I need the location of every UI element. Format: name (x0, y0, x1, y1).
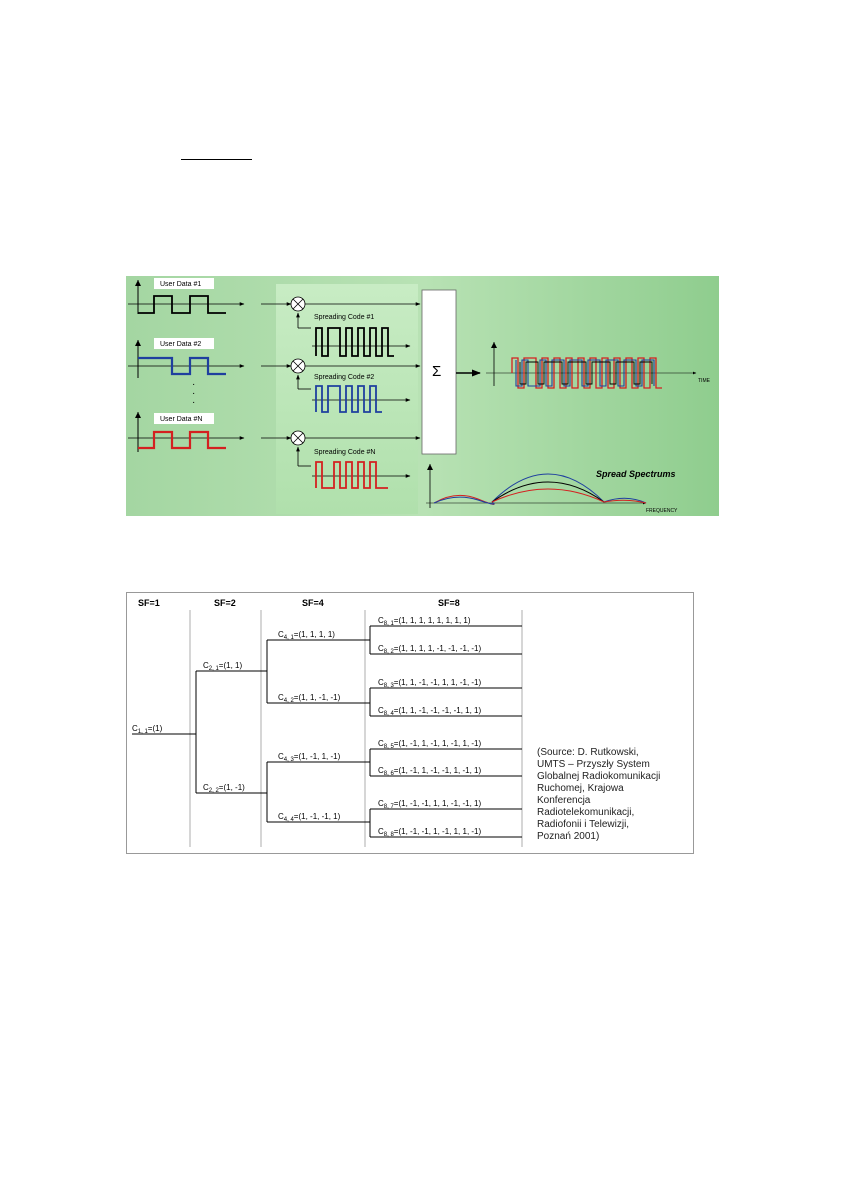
source-line-3: Globalnej Radiokomunikacji (537, 771, 660, 782)
ellipsis-dot-3: · (192, 397, 195, 408)
node-c83: C8, 3=(1, 1, -1, -1, 1, 1, -1, -1) (378, 678, 482, 689)
node-c81: C8, 1=(1, 1, 1, 1, 1, 1, 1, 1) (378, 616, 471, 627)
header-sf2: SF=2 (214, 598, 236, 608)
user-data-2-label: User Data #2 (160, 341, 201, 348)
source-line-1: (Source: D. Rutkowski, (537, 747, 639, 758)
source-line-5: Konferencja (537, 795, 591, 806)
multiplier-1 (290, 296, 421, 329)
ellipsis-dot-2: · (192, 388, 195, 399)
source-line-7: Radiofonii i Telewizji, (537, 819, 629, 830)
node-c82: C8, 2=(1, 1, 1, 1, -1, -1, -1, -1) (378, 644, 482, 655)
node-c22: C2, 2=(1, -1) (203, 783, 245, 794)
spreading-code-1-label: Spreading Code #1 (314, 314, 374, 321)
spreading-code-2-label: Spreading Code #2 (314, 374, 374, 381)
multiplier-2 (290, 358, 421, 390)
spreading-code-n-label: Spreading Code #N (314, 449, 376, 456)
spreading-code-2: Spreading Code #2 (312, 374, 411, 413)
spectrum-title: Spread Spectrums (596, 469, 676, 479)
node-c44: C4, 4=(1, -1, -1, 1) (278, 812, 341, 823)
sum-symbol: Σ (432, 363, 441, 380)
node-labels: C1, 1=(1) C2, 1=(1, 1) C2, 2=(1, -1) C4,… (132, 616, 482, 838)
user-data-n: User Data #N (128, 412, 245, 452)
source-line-8: Poznań 2001) (537, 831, 599, 842)
ellipsis-dot-1: · (192, 379, 195, 390)
node-c11: C1, 1=(1) (132, 724, 163, 735)
user-data-2: User Data #2 · · · (128, 338, 245, 408)
spread-spectrum-plot: Spread Spectrums FREQUENCY (426, 464, 678, 514)
underline-fragment (181, 159, 252, 160)
source-citation: (Source: D. Rutkowski, UMTS – Przyszły S… (537, 747, 660, 842)
user-data-n-label: User Data #N (160, 416, 202, 423)
spreading-code-1: Spreading Code #1 (312, 314, 411, 357)
frequency-axis-label: FREQUENCY (646, 508, 678, 514)
spreading-code-n: Spreading Code #N (312, 449, 411, 489)
node-c43: C4, 3=(1, -1, 1, -1) (278, 752, 341, 763)
node-c84: C8, 4=(1, 1, -1, -1, -1, -1, 1, 1) (378, 706, 482, 717)
combined-signal: TIME (486, 342, 711, 389)
tree-branches (132, 625, 522, 838)
node-c88: C8, 8=(1, -1, -1, 1, -1, 1, 1, -1) (378, 827, 482, 838)
summation-block: Σ (421, 289, 481, 455)
header-sf4: SF=4 (302, 598, 324, 608)
header-sf8: SF=8 (438, 598, 460, 608)
ovsf-code-tree: SF=1 SF=2 SF=4 SF=8 C1, 1=(1) C2, 1=(1, … (126, 592, 694, 854)
multiplier-n (290, 430, 421, 467)
time-axis-label: TIME (698, 378, 711, 384)
user-data-1-label: User Data #1 (160, 281, 201, 288)
node-c21: C2, 1=(1, 1) (203, 661, 242, 672)
source-line-2: UMTS – Przyszły System (537, 759, 650, 770)
cdma-spreading-diagram: User Data #1 User Data #2 · · · User Dat… (126, 276, 719, 516)
node-c41: C4, 1=(1, 1, 1, 1) (278, 630, 335, 641)
user-data-1: User Data #1 (128, 278, 245, 314)
source-line-6: Radiotelekomunikacji, (537, 807, 634, 818)
node-c87: C8, 7=(1, -1, -1, 1, 1, -1, -1, 1) (378, 799, 482, 810)
header-sf1: SF=1 (138, 598, 160, 608)
node-c42: C4, 2=(1, 1, -1, -1) (278, 693, 341, 704)
node-c86: C8, 6=(1, -1, 1, -1, -1, 1, -1, 1) (378, 766, 482, 777)
node-c85: C8, 5=(1, -1, 1, -1, 1, -1, 1, -1) (378, 739, 482, 750)
source-line-4: Ruchomej, Krajowa (537, 783, 624, 794)
